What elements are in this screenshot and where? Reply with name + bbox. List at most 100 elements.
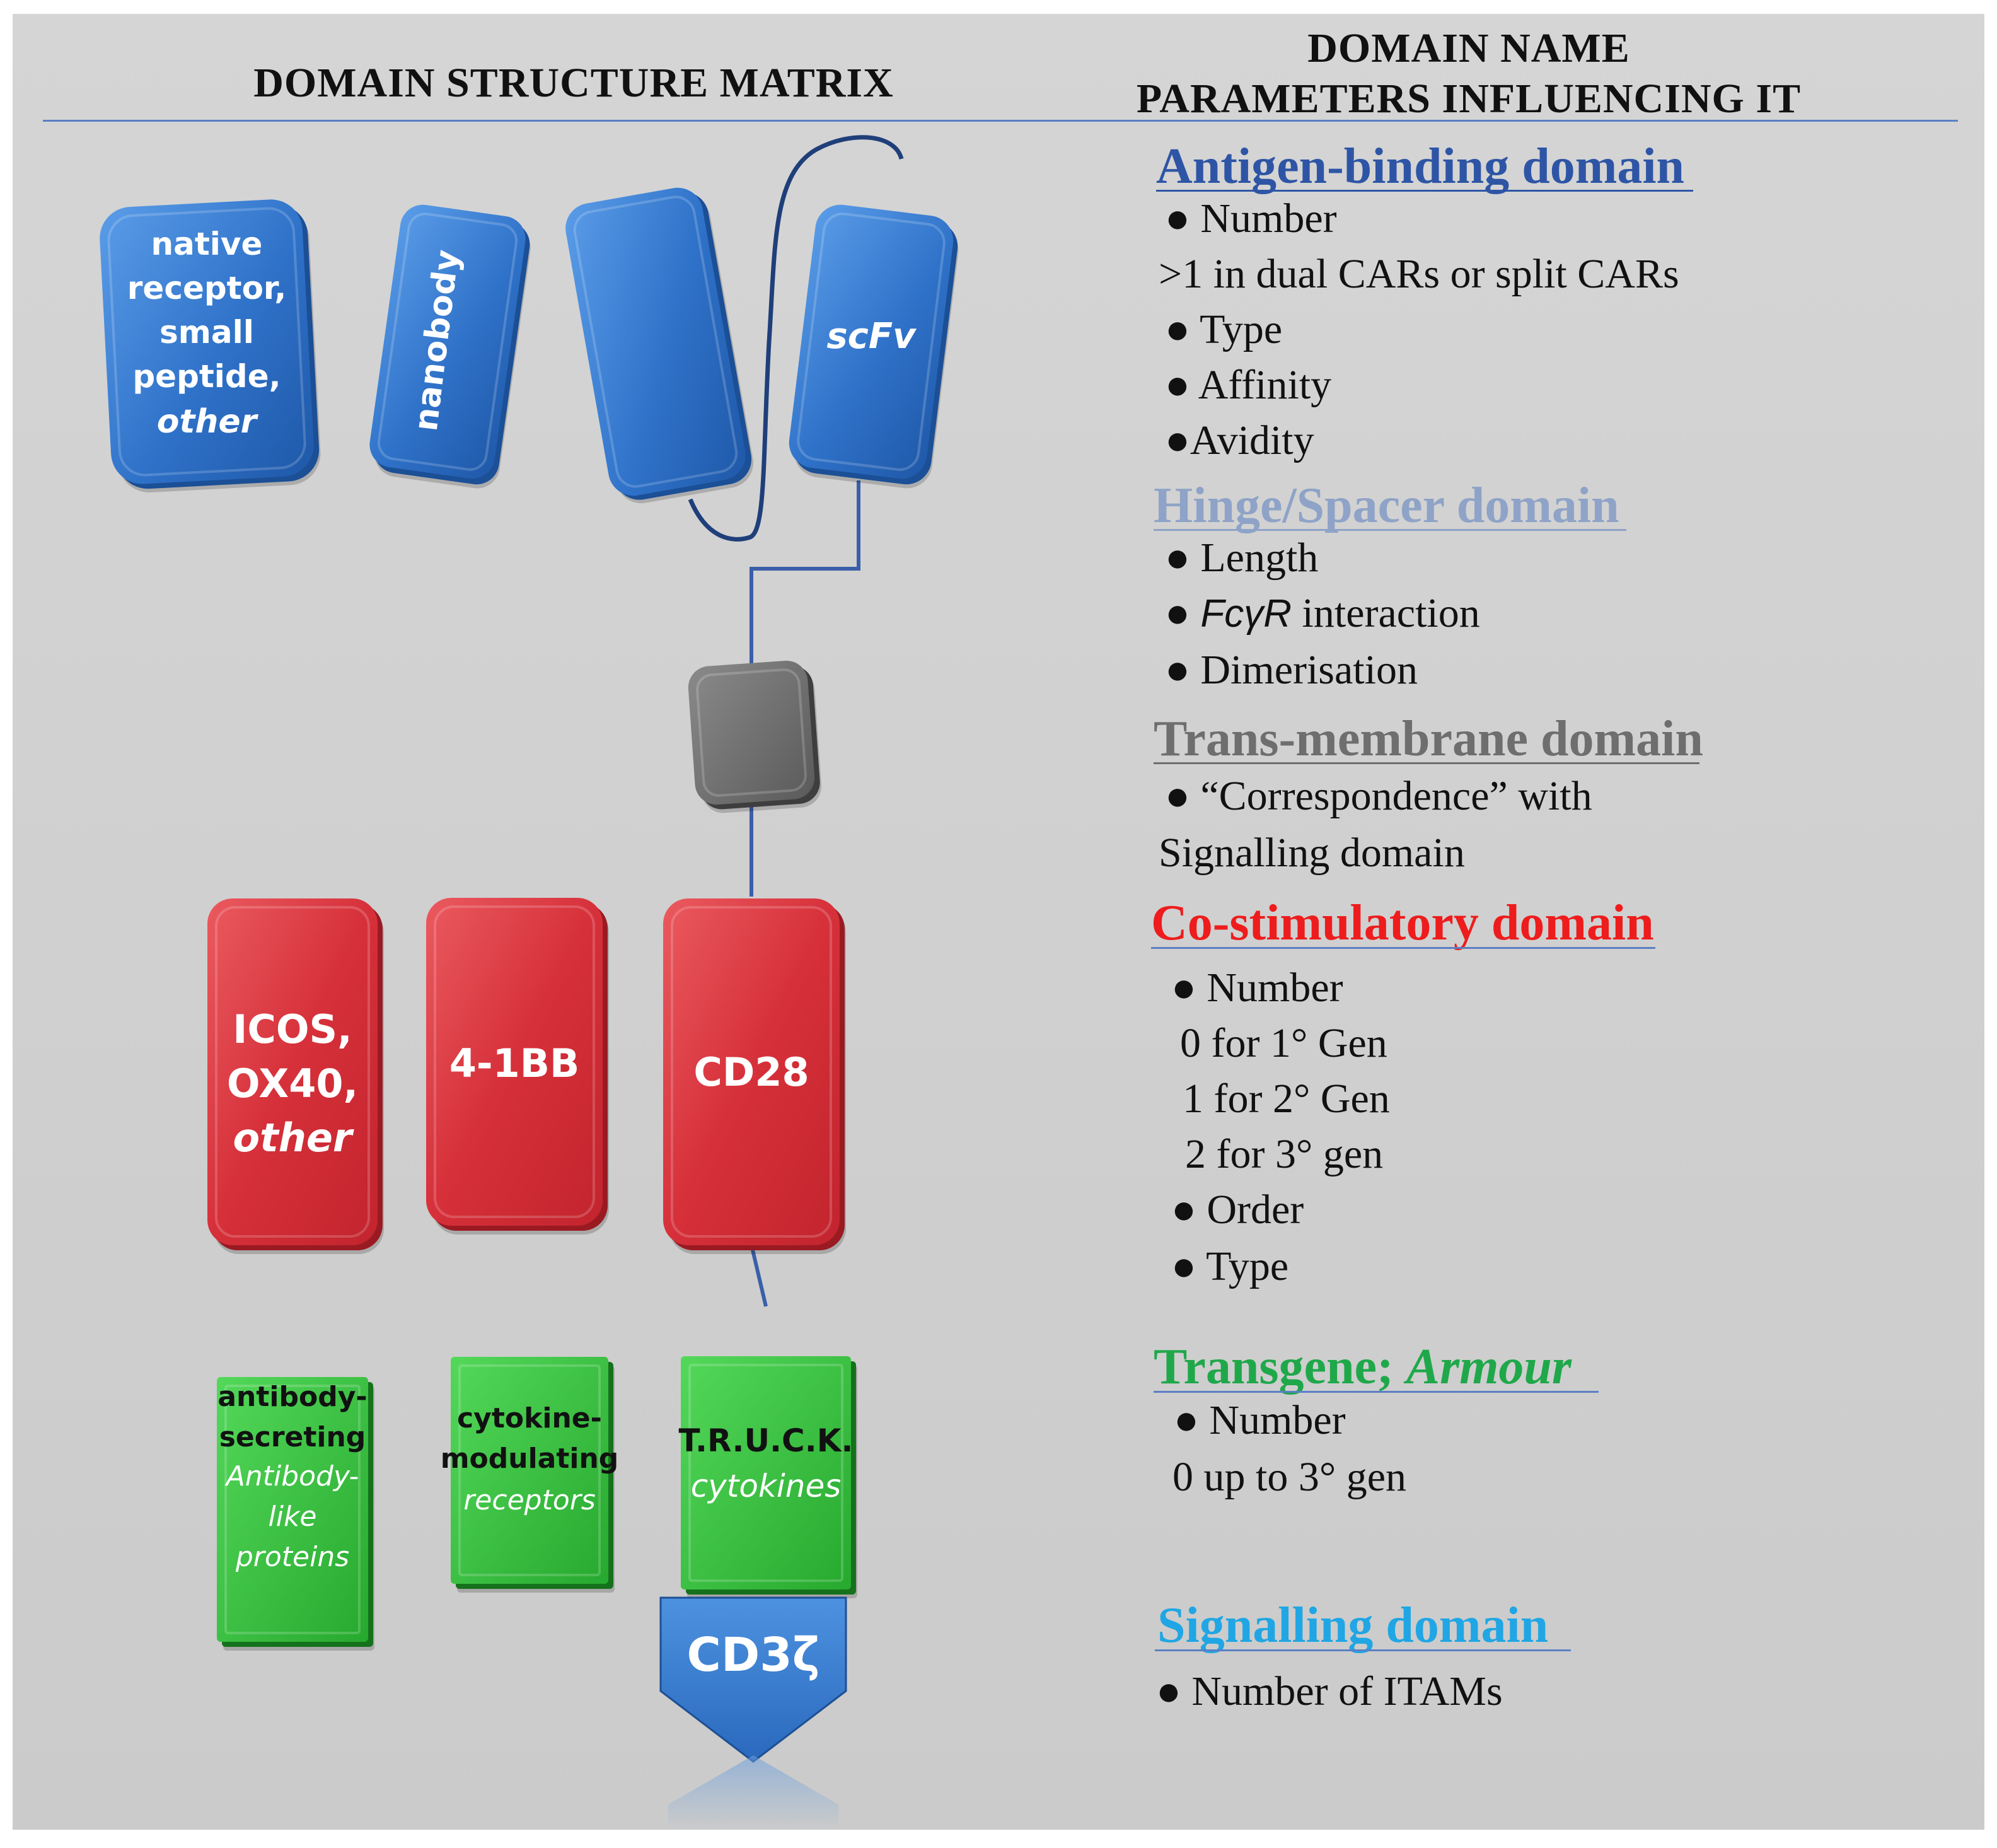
ox40-label: OX40, (227, 1061, 358, 1107)
signalling-row: CD3ζ (659, 1596, 847, 1830)
transmembrane-box-face (688, 660, 815, 805)
native-receptor-label: small (159, 314, 254, 351)
left-header: DOMAIN STRUCTURE MATRIX (202, 59, 946, 107)
antigen-item-2: >1 in dual CARs or split CARs (1159, 251, 1679, 297)
cytokine-modulating-box-bevel (458, 1364, 601, 1576)
truck-cytokines-label: cytokines (691, 1468, 842, 1504)
native-receptor-box-face (100, 199, 314, 484)
nanobody-box-face (369, 204, 526, 479)
hinge-item-2-bullet: ● (1165, 590, 1190, 636)
hinge-connector (750, 480, 860, 663)
hinge-item-2: ● FcγR interaction (1165, 593, 1480, 634)
antibody-like-label: proteins (235, 1541, 349, 1573)
scfv-box-bevel (797, 212, 946, 471)
signalling-underline (1155, 1649, 1571, 1651)
4-1bb-box-face (426, 898, 603, 1226)
nanobody-box-bevel (377, 212, 518, 471)
costim-item-3: 1 for 2° Gen (1183, 1076, 1390, 1122)
left-header-text: DOMAIN STRUCTURE MATRIX (253, 60, 894, 106)
costim-title: Co-stimulatory domain (1151, 895, 1654, 951)
native-receptor-label: receptor, (127, 270, 286, 306)
tm-underline (1154, 762, 1699, 764)
native-receptor-box (100, 199, 321, 493)
costim-item-5: ● Order (1171, 1187, 1304, 1233)
hinge-item-2-rest: interaction (1302, 590, 1480, 636)
scfv-label: scFv (826, 316, 917, 357)
antibody-secreting-box (217, 1377, 374, 1651)
antigen-item-1: ● Number (1165, 195, 1337, 241)
native-receptor-other-label: other (157, 403, 259, 441)
signalling-item-1: ● Number of ITAMs (1156, 1668, 1503, 1714)
costim-connector (750, 1244, 768, 1307)
native-receptor-label: native (151, 226, 263, 262)
antigen-item-3: ● Type (1165, 306, 1283, 352)
transgene-title-text: Transgene; (1154, 1339, 1394, 1395)
icos-box (207, 898, 384, 1254)
cd28-box (663, 898, 846, 1254)
cytokine-modulating-label: modulating (441, 1443, 619, 1475)
truck-label: T.R.U.C.K. (679, 1422, 854, 1459)
antibody-secreting-label: secreting (219, 1421, 366, 1453)
hinge-item-3: ● Dimerisation (1165, 647, 1418, 693)
icos-box-face (207, 898, 378, 1245)
transmembrane-box (688, 660, 822, 813)
truck-box-bevel (688, 1364, 843, 1582)
cd28-box-bevel (671, 906, 832, 1238)
costim-item-2: 0 for 1° Gen (1180, 1020, 1387, 1066)
transgene-title-armour: Armour (1406, 1339, 1572, 1395)
scfv-box-face (789, 204, 954, 479)
vh-domain-box-face (565, 187, 746, 496)
4-1bb-box-bevel (434, 905, 595, 1218)
right-header: DOMAIN NAME PARAMETERS INFLUENCING IT (1078, 23, 1860, 124)
icos-box-bevel (215, 906, 370, 1238)
costim-item-4: 2 for 3° gen (1185, 1131, 1384, 1177)
hinge-item-1: ● Length (1165, 535, 1319, 581)
transgene-item-2: 0 up to 3° gen (1172, 1454, 1407, 1500)
native-receptor-label: peptide, (132, 358, 281, 395)
signalling-title: Signalling domain (1157, 1598, 1549, 1653)
connector-lines (688, 135, 904, 1591)
antibody-secreting-label: antibody- (217, 1381, 367, 1413)
right-header-line2: PARAMETERS INFLUENCING IT (1136, 76, 1802, 122)
antigen-item-4: ● Affinity (1165, 362, 1332, 408)
hinge-item-2-fcgr: FcγR (1200, 592, 1292, 636)
cd3z-label: CD3ζ (687, 1628, 820, 1682)
right-header-line1: DOMAIN NAME (1307, 25, 1630, 71)
scfv-box (789, 204, 959, 489)
hinge-title: Hinge/Spacer domain (1154, 478, 1619, 533)
antibody-secreting-box-face (217, 1377, 368, 1642)
antigen-item-5: ●Avidity (1165, 417, 1314, 463)
cd28-box-face (663, 898, 840, 1245)
header-divider (43, 120, 1958, 122)
antibody-like-label: like (269, 1501, 317, 1533)
costim-underline (1151, 947, 1655, 949)
costim-other-label: other (233, 1115, 354, 1161)
cytokine-modulating-box (451, 1357, 615, 1593)
receptors-label: receptors (463, 1484, 596, 1516)
native-receptor-box-bevel (107, 207, 306, 477)
cytokine-modulating-label: cytokine- (457, 1402, 602, 1434)
vh-domain-box-bevel (573, 195, 738, 488)
transgene-underline (1154, 1391, 1599, 1393)
truck-box (681, 1356, 857, 1598)
icos-label: ICOS, (233, 1006, 352, 1052)
4-1bb-box (426, 898, 609, 1235)
hinge-underline (1154, 529, 1626, 531)
antibody-like-label: Antibody- (224, 1460, 359, 1492)
tm-item-1: ● “Correspondence” with (1165, 773, 1592, 819)
cytokine-modulating-box-face (451, 1357, 608, 1584)
cd3z-chevron (659, 1596, 847, 1763)
tm-title: Trans-membrane domain (1154, 711, 1703, 767)
cd3z-reflection (668, 1755, 838, 1830)
antigen-title: Antigen-binding domain (1156, 139, 1685, 194)
4-1bb-label: 4-1BB (449, 1040, 580, 1086)
nanobody-box (369, 204, 531, 489)
transmembrane-box-bevel (696, 668, 807, 797)
tm-item-2: Signalling domain (1159, 830, 1465, 876)
vh-domain-box (565, 187, 754, 504)
costim-item-1: ● Number (1171, 965, 1343, 1011)
figure-panel: DOMAIN STRUCTURE MATRIX DOMAIN NAME PARA… (13, 14, 1984, 1830)
